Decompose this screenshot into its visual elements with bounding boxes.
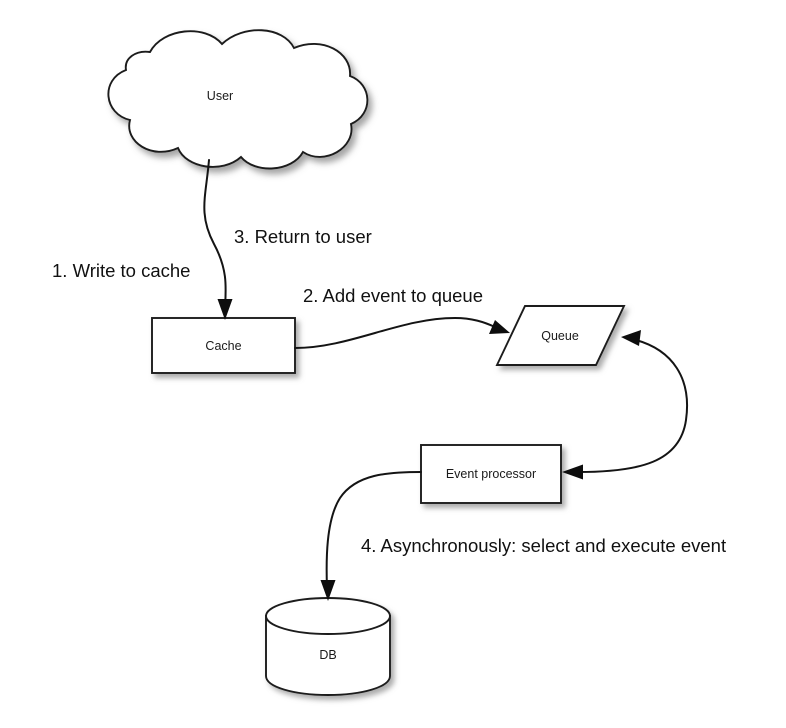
edge-arrowhead-into-event-processor — [562, 464, 583, 480]
edge-event-processor-to-db-line — [325, 471, 422, 589]
edge-queue-event-processor[interactable] — [562, 330, 688, 480]
edge-user-to-cache[interactable] — [203, 159, 233, 320]
node-user[interactable]: User — [107, 29, 369, 170]
step-label-2: 2. Add event to queue — [303, 285, 483, 306]
step-label-1: 1. Write to cache — [52, 260, 190, 281]
step-label-3: 3. Return to user — [234, 226, 372, 247]
edge-queue-event-processor-line — [577, 339, 688, 473]
cloud-shape — [107, 29, 369, 170]
event-processor-shape — [420, 444, 562, 504]
edge-cache-to-queue[interactable] — [294, 316, 510, 349]
queue-shape — [495, 305, 626, 366]
cache-shape — [151, 317, 296, 374]
node-event-processor[interactable]: Event processor — [420, 444, 562, 504]
node-cache[interactable]: Cache — [151, 317, 296, 374]
node-user-label: User — [207, 89, 233, 103]
edge-event-processor-to-db-arrowhead — [320, 580, 336, 601]
step-label-4: 4. Asynchronously: select and execute ev… — [361, 535, 726, 556]
db-body — [265, 615, 391, 696]
node-cache-label: Cache — [205, 339, 241, 353]
node-db[interactable]: DB — [265, 597, 391, 696]
node-db-label: DB — [319, 648, 336, 662]
edge-arrowhead-into-queue — [621, 330, 641, 346]
edge-cache-to-queue-line — [294, 316, 496, 349]
edge-user-to-cache-arrowhead — [217, 299, 233, 320]
edge-cache-to-queue-arrowhead — [489, 320, 510, 334]
edge-event-processor-to-db[interactable] — [320, 471, 422, 601]
node-event-processor-label: Event processor — [446, 467, 536, 481]
db-top-ellipse — [265, 597, 391, 635]
node-queue-label: Queue — [541, 329, 579, 343]
node-queue[interactable]: Queue — [495, 305, 626, 366]
edge-user-to-cache-line — [203, 159, 227, 309]
